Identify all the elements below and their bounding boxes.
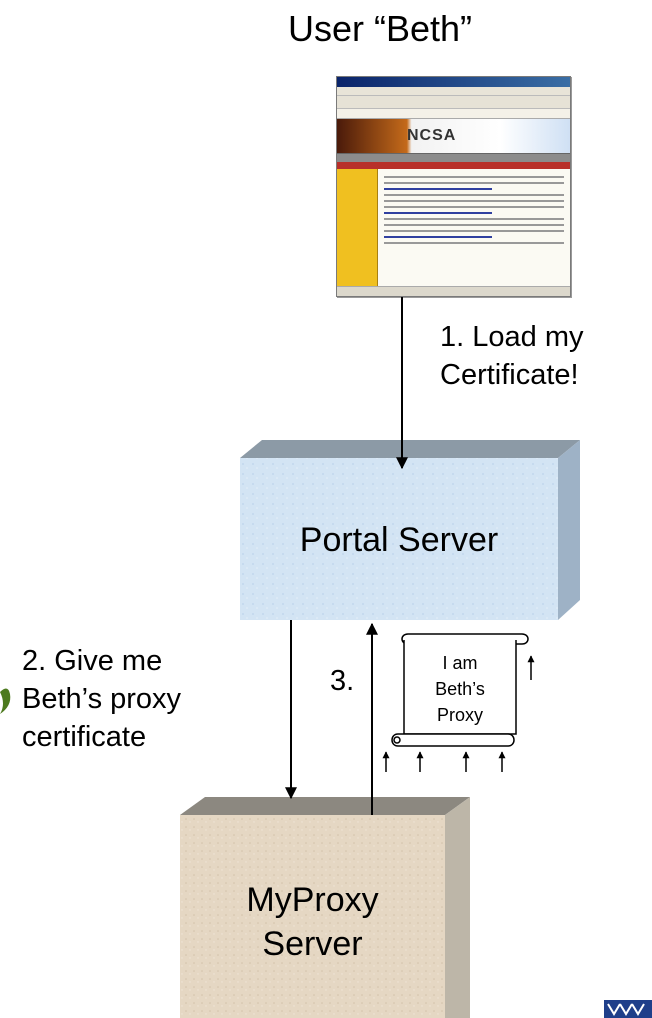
bullet-icon	[0, 688, 11, 714]
browser-titlebar	[337, 77, 570, 87]
portal-server-box	[240, 440, 580, 620]
proxy-scroll-text: I am Beth’s Proxy	[435, 653, 485, 725]
proxy-scroll	[391, 633, 529, 747]
step2-label: 2. Give me Beth’s proxy certificate	[22, 645, 182, 753]
browser-red-strip	[337, 162, 570, 169]
browser-menubar	[337, 87, 570, 96]
ncsa-banner: NCSA	[337, 119, 570, 154]
browser-address-bar	[337, 109, 570, 119]
browser-toolbar	[337, 96, 570, 109]
myproxy-server-box	[180, 797, 470, 1018]
portal-server-label: Portal Server	[299, 521, 499, 559]
myproxy-server-label: MyProxy Server	[246, 881, 379, 963]
step3-label: 3.	[330, 665, 355, 697]
step1-label: 1. Load my Certificate!	[440, 321, 584, 391]
user-title: User “Beth”	[287, 8, 473, 49]
browser-sidebar	[337, 169, 378, 289]
browser-nav-strip	[337, 154, 570, 162]
corner-logo	[604, 1000, 652, 1018]
browser-content	[337, 169, 570, 289]
browser-statusbar	[337, 286, 570, 296]
small-up-arrows	[382, 655, 535, 772]
browser-main-text	[378, 169, 570, 289]
browser-screenshot-thumbnail: NCSA	[336, 76, 571, 297]
ncsa-logo: NCSA	[407, 127, 457, 144]
